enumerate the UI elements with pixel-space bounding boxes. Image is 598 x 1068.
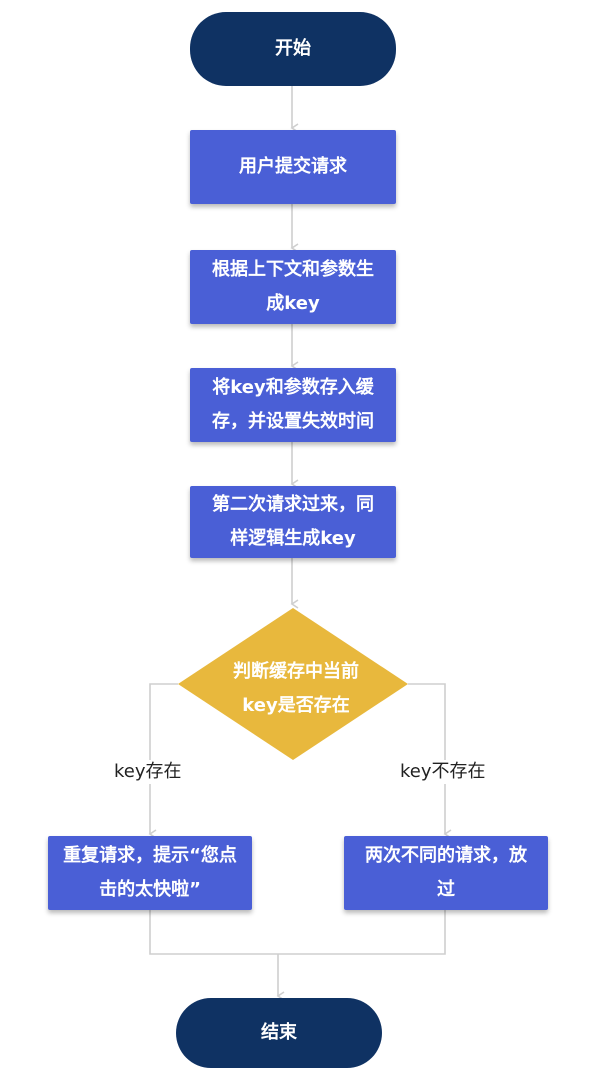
- step-second-request-line2: 样逻辑生成key: [230, 528, 356, 549]
- result-different-line1: 两次不同的请求，放: [365, 845, 527, 866]
- merge-no-to-end: [278, 910, 446, 955]
- end-terminal: 结束: [176, 998, 382, 1068]
- branch-no-label: key不存在: [398, 760, 488, 784]
- step-submit-request: 用户提交请求: [190, 130, 396, 204]
- step-second-request: 第二次请求过来，同 样逻辑生成key: [190, 486, 396, 558]
- arrow-decision-to-yes: [148, 683, 178, 839]
- step-generate-key-line2: 成key: [266, 293, 320, 314]
- result-duplicate-request: 重复请求，提示“您点 击的太快啦”: [48, 836, 252, 910]
- end-label: 结束: [261, 1022, 297, 1043]
- result-duplicate-line1: 重复请求，提示“您点: [63, 845, 237, 866]
- result-duplicate-line2: 击的太快啦”: [99, 879, 201, 900]
- start-label: 开始: [275, 38, 311, 59]
- step-store-cache-line1: 将key和参数存入缓: [212, 377, 374, 398]
- decision-diamond: [178, 608, 408, 760]
- decision-line1: 判断缓存中当前: [233, 661, 359, 682]
- arrow-decision-to-no: [408, 683, 452, 839]
- decision-key-exists: 判断缓存中当前 key是否存在: [190, 646, 402, 732]
- start-terminal: 开始: [190, 12, 396, 86]
- step-submit-request-label: 用户提交请求: [239, 156, 347, 177]
- branch-yes-label: key存在: [112, 760, 184, 784]
- step-store-cache: 将key和参数存入缓 存，并设置失效时间: [190, 368, 396, 442]
- step-second-request-line1: 第二次请求过来，同: [212, 494, 374, 515]
- step-store-cache-line2: 存，并设置失效时间: [212, 411, 374, 432]
- result-different-request: 两次不同的请求，放 过: [344, 836, 548, 910]
- merge-yes-to-end: [149, 910, 278, 955]
- decision-line2: key是否存在: [242, 695, 350, 716]
- step-generate-key-line1: 根据上下文和参数生: [212, 259, 374, 280]
- step-generate-key: 根据上下文和参数生 成key: [190, 250, 396, 324]
- result-different-line2: 过: [437, 879, 455, 900]
